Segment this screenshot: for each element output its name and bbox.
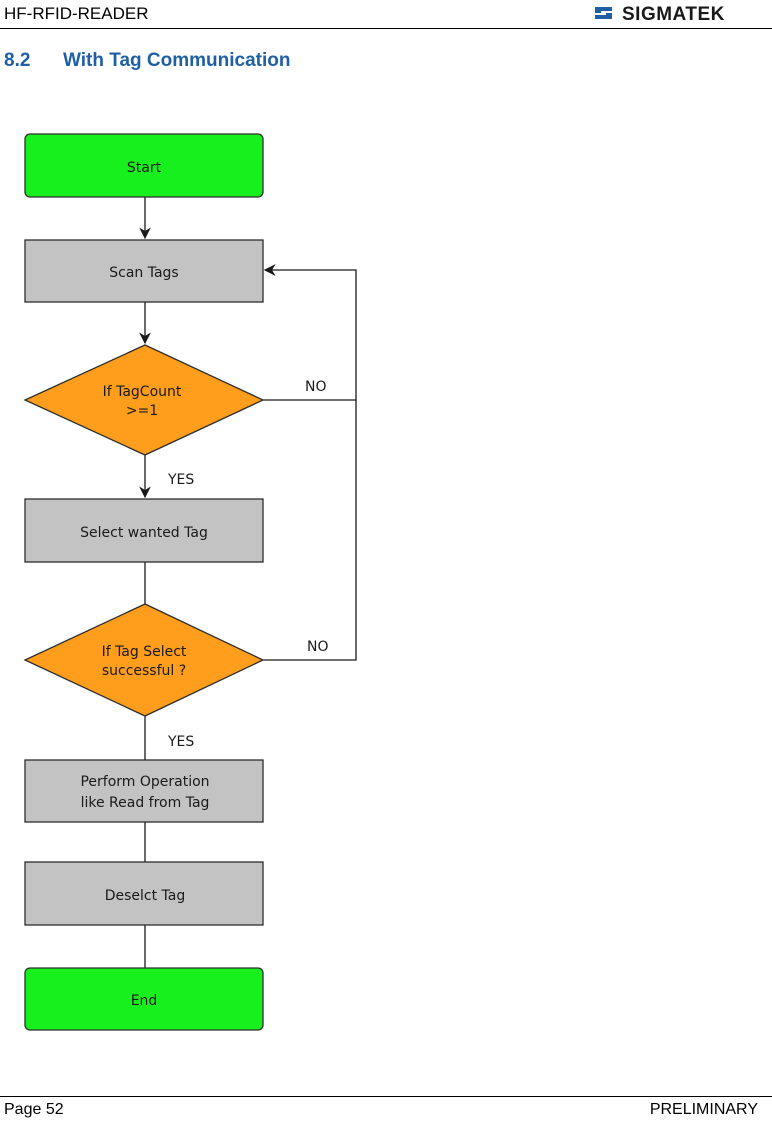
node-start-label: Start <box>127 160 162 176</box>
page-number: Page 52 <box>4 1101 64 1118</box>
node-select-tag-shape <box>24 498 264 563</box>
edge-check-count-no <box>262 264 357 401</box>
node-deselect-tag-shape <box>24 861 264 926</box>
node-perform-operation-shape <box>24 759 264 823</box>
node-start-shape <box>24 133 264 198</box>
node-end-shape <box>24 967 264 1031</box>
node-check-tag-count: If TagCount >=1 <box>23 344 265 456</box>
node-check-tag-select-line-2: successful ? <box>102 663 186 679</box>
node-perform-operation-line-2: like Read from Tag <box>81 795 210 811</box>
flowchart: NO YES NO YES Start Scan Tags If TagCoun… <box>23 133 357 1031</box>
node-start: Start <box>24 133 264 198</box>
document-name: HF-RFID-READER <box>4 4 149 23</box>
node-end-label: End <box>131 993 158 1009</box>
section-title: With Tag Communication <box>63 50 291 71</box>
node-perform-operation-line-1: Perform Operation <box>80 774 209 790</box>
section-number: 8.2 <box>4 50 31 71</box>
node-check-tag-select: If Tag Select successful ? <box>23 603 265 717</box>
edge-label-no-count: NO <box>305 379 327 395</box>
sigmatek-logo: SIGMATEK <box>595 4 725 24</box>
brand-name: SIGMATEK <box>622 4 725 24</box>
edge-label-no-select: NO <box>307 639 329 655</box>
page-header: HF-RFID-READER SIGMATEK <box>0 0 772 29</box>
node-scan-tags-shape <box>24 239 264 303</box>
node-select-tag: Select wanted Tag <box>24 498 264 563</box>
sigmatek-logo-icon <box>595 7 612 19</box>
page-footer: Page 52 PRELIMINARY <box>0 1096 772 1121</box>
node-check-tag-select-shape <box>23 603 265 717</box>
section-heading: 8.2 With Tag Communication <box>4 50 290 72</box>
node-select-tag-label: Select wanted Tag <box>80 525 208 541</box>
edge-label-yes-count: YES <box>167 472 194 488</box>
edge-check-select-no <box>262 400 357 661</box>
edge-label-yes-select: YES <box>167 734 194 750</box>
node-end: End <box>24 967 264 1031</box>
node-scan-tags-label: Scan Tags <box>109 265 178 281</box>
node-perform-operation: Perform Operation like Read from Tag <box>24 759 264 823</box>
node-check-tag-count-line-2: >=1 <box>126 403 158 419</box>
node-check-tag-select-line-1: If Tag Select <box>102 644 187 660</box>
node-deselect-tag-label: Deselct Tag <box>105 888 186 904</box>
node-scan-tags: Scan Tags <box>24 239 264 303</box>
node-check-tag-count-line-1: If TagCount <box>103 384 182 400</box>
document-status: PRELIMINARY <box>649 1101 758 1118</box>
node-deselect-tag: Deselct Tag <box>24 861 264 926</box>
node-check-tag-count-shape <box>23 344 265 456</box>
flowchart-connectors <box>139 197 357 968</box>
